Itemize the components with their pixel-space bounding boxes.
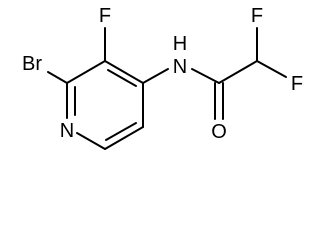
bond-c2-c3	[66, 60, 106, 84]
bond-chf2-f-right	[256, 60, 287, 78]
structure-diagram: Br F H N N F F O	[22, 5, 303, 150]
atom-bromine: Br	[22, 53, 42, 75]
atom-fluorine-ring: F	[99, 5, 111, 27]
atom-oxygen: O	[211, 121, 227, 143]
atom-ring-nitrogen: N	[60, 120, 74, 142]
bond-c2-br	[47, 71, 68, 84]
bond-c5-c6-inner	[105, 122, 137, 141]
bond-carbonyl-chf2	[218, 60, 258, 84]
atom-amide-hydrogen: H	[173, 33, 187, 55]
bond-c6-n1	[76, 132, 106, 150]
bond-c3-c4-inner	[107, 69, 137, 87]
atom-fluorine-top: F	[251, 5, 263, 27]
bond-c4-n	[142, 68, 169, 84]
atom-fluorine-right: F	[291, 73, 303, 95]
bond-c3-c4	[104, 60, 144, 84]
bond-n-carbonyl	[191, 68, 220, 84]
bond-c5-c6	[104, 126, 144, 150]
atom-amide-nitrogen: N	[173, 56, 187, 78]
